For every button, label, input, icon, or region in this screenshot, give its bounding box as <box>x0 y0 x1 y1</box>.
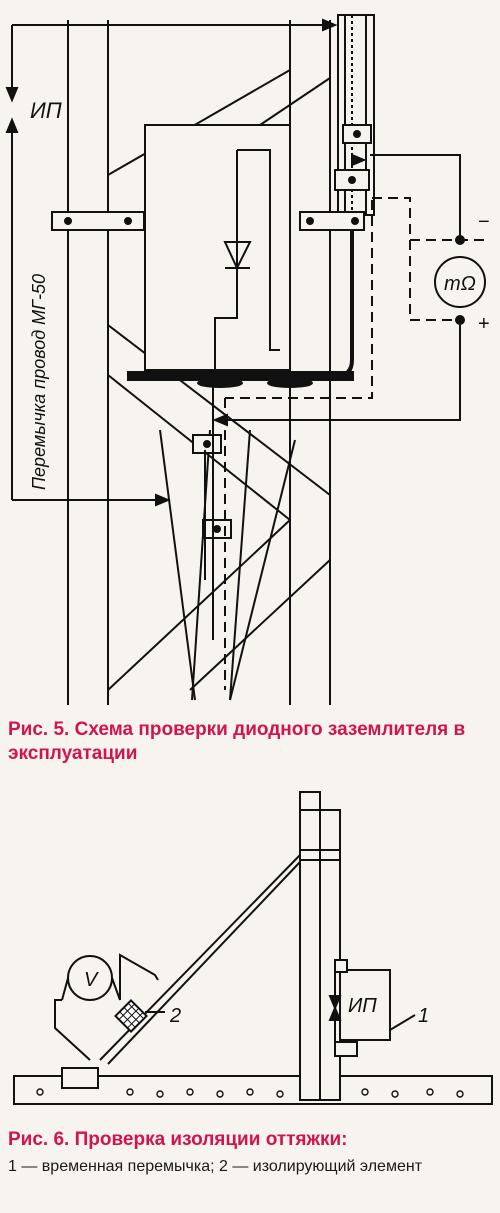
dashed-measure-wires <box>224 197 490 690</box>
ip-box <box>340 969 391 1041</box>
plus-label: + <box>478 313 490 335</box>
ground-aggregate <box>36 1088 464 1098</box>
clamp-right <box>299 211 365 231</box>
ground-strip <box>13 1075 493 1105</box>
meter-label: mΩ <box>444 273 476 295</box>
diode-symbol <box>223 225 252 290</box>
diode-base-plate <box>127 371 354 381</box>
figure-6-caption-title: Рис. 6. Проверка изоляции оттяжки: <box>8 1129 348 1150</box>
figure-6-caption-note: 1 — временная перемычка; 2 — изолирующий… <box>8 1158 423 1175</box>
voltmeter-label: V <box>84 969 99 991</box>
figure-5-caption: Рис. 5. Схема проверки диодного заземлит… <box>8 719 466 764</box>
voltmeter-circuit <box>54 999 91 1061</box>
ip-label: ИП <box>30 98 62 123</box>
meter-wire-bottom <box>215 320 461 421</box>
guy-wire-2 <box>107 861 301 1065</box>
clamp-left <box>51 211 145 231</box>
label-2: 2 <box>169 1005 181 1027</box>
insulating-element <box>114 999 148 1033</box>
lattice-braces <box>107 69 331 701</box>
anchor-block <box>61 1067 99 1089</box>
guy-wire-1 <box>99 854 301 1061</box>
tower-cap <box>299 791 321 811</box>
minus-label: − <box>478 211 490 233</box>
jumper-label: Перемычка провод МГ-50 <box>29 274 49 490</box>
conductor-to-pipe <box>290 215 354 378</box>
milliohmmeter <box>434 256 486 308</box>
leader-1 <box>389 1014 416 1031</box>
diode-inner-conductor <box>237 149 280 351</box>
ip-label-fig6: ИП <box>348 995 377 1017</box>
label-1: 1 <box>418 1005 429 1027</box>
voltmeter <box>67 955 113 1001</box>
tower <box>299 809 341 1101</box>
figure-5-diagram: ИП Перемычка провод МГ-50 mΩ − + <box>5 14 490 705</box>
meter-wire-top <box>370 154 461 240</box>
diode-box <box>144 124 291 371</box>
